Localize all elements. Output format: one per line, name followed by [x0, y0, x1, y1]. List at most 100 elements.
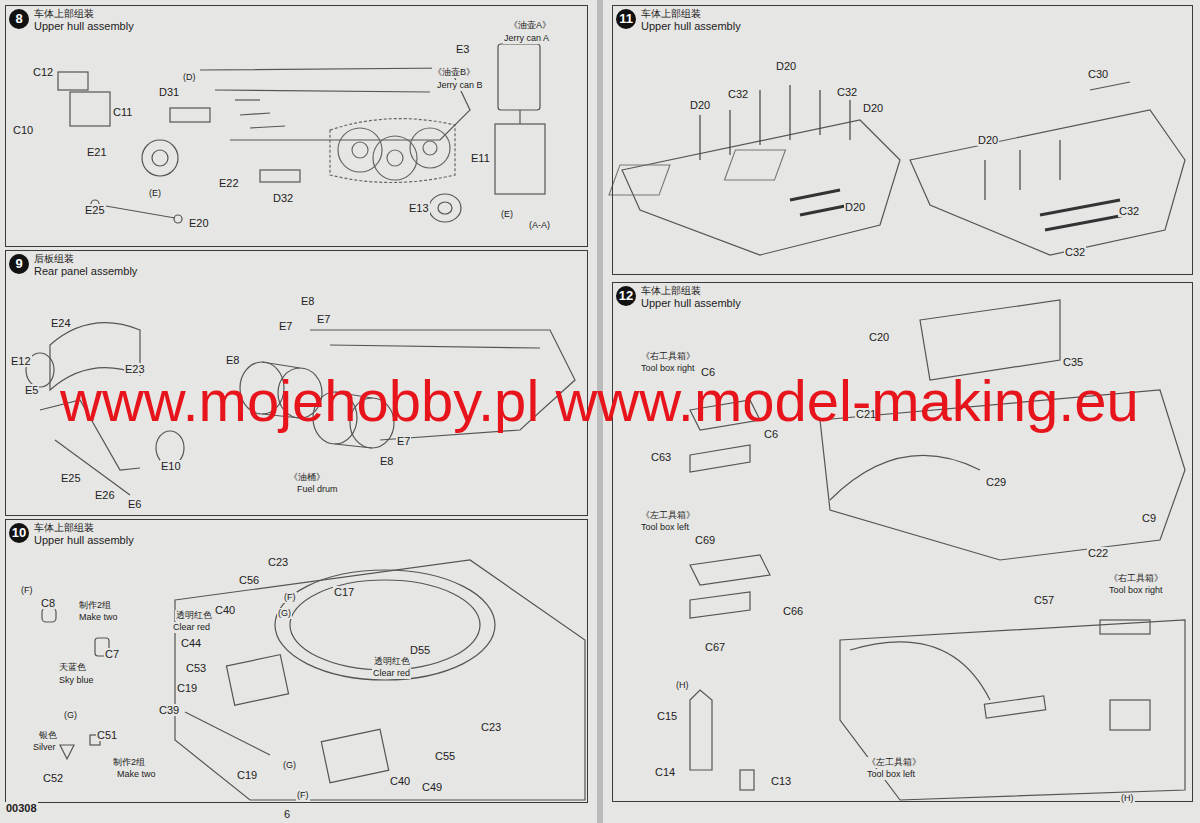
step-title-en: Rear panel assembly	[34, 265, 137, 277]
note-text: (F)	[20, 585, 34, 596]
part-number: C22	[1087, 547, 1109, 559]
step-number: 10	[9, 523, 29, 543]
part-number: E22	[218, 177, 240, 189]
note-text: (A-A)	[528, 220, 551, 231]
part-number: D55	[409, 644, 431, 656]
step-title-en: Upper hull assembly	[641, 297, 741, 309]
part-number: C51	[96, 729, 118, 741]
part-number: C56	[238, 574, 260, 586]
note-text: (H)	[675, 680, 690, 691]
part-number: C11	[112, 106, 133, 118]
part-number: C12	[32, 66, 54, 78]
part-number: E25	[60, 472, 82, 484]
part-number: C9	[1141, 512, 1157, 524]
part-number: C57	[1033, 594, 1055, 606]
step-panel: 11 车体上部组装Upper hull assembly	[612, 5, 1193, 275]
note-text: (G)	[277, 608, 292, 619]
note-text: 制作2组	[78, 600, 112, 611]
step-number: 11	[616, 9, 636, 29]
part-number: C10	[12, 124, 34, 136]
note-text: Tool box left	[866, 769, 916, 780]
part-number: 6	[283, 808, 291, 820]
part-number: E7	[396, 435, 411, 447]
step-number: 8	[9, 9, 29, 29]
step-title-zh: 车体上部组装	[641, 8, 701, 21]
part-number: C69	[694, 534, 716, 546]
note-text: 《油壶A》	[508, 20, 552, 31]
note-text: Clear red	[372, 668, 411, 679]
note-text: (E)	[500, 209, 514, 220]
part-number: E26	[94, 489, 116, 501]
note-text: Tool box left	[640, 522, 690, 533]
note-text: (G)	[63, 710, 78, 721]
part-number: E5	[24, 384, 39, 396]
note-text: 《左工具箱》	[866, 757, 922, 768]
part-number: C63	[650, 451, 672, 463]
note-text: 透明红色	[175, 610, 213, 621]
part-number: E21	[86, 146, 108, 158]
part-number: E7	[278, 320, 293, 332]
step-number: 12	[616, 286, 636, 306]
part-number: C8	[40, 597, 56, 609]
part-number: E24	[50, 317, 72, 329]
part-number: C14	[654, 766, 676, 778]
note-text: (G)	[282, 760, 297, 771]
note-text: 透明红色	[373, 656, 411, 667]
part-number: E8	[300, 295, 315, 307]
part-number: D20	[844, 201, 866, 213]
step-title-en: Upper hull assembly	[34, 534, 134, 546]
part-number: C67	[704, 641, 726, 653]
note-text: 《右工具箱》	[640, 351, 696, 362]
watermark: www.mojehobby.pl www.model-making.eu	[60, 372, 1139, 430]
note-text: 银色	[38, 730, 58, 741]
part-number: C53	[185, 662, 207, 674]
note-text: 《右工具箱》	[1108, 573, 1164, 584]
note-text: Make two	[116, 769, 157, 780]
line-art	[26, 0, 1185, 823]
part-number: C66	[782, 605, 804, 617]
step-title-en: Upper hull assembly	[641, 20, 741, 32]
note-text: 制作2组	[112, 757, 146, 768]
note-text: (F)	[283, 592, 297, 603]
part-number: E25	[84, 204, 106, 216]
part-number: D32	[272, 192, 294, 204]
part-number: E3	[455, 43, 470, 55]
note-text: 《油桶》	[288, 472, 326, 483]
part-number: D20	[775, 60, 797, 72]
part-number: C35	[1062, 356, 1084, 368]
part-number: C32	[1064, 246, 1086, 258]
note-text: Jerry can A	[503, 33, 550, 44]
part-number: C7	[104, 648, 120, 660]
part-number: C30	[1087, 68, 1109, 80]
part-number: E6	[127, 498, 142, 510]
note-text: Sky blue	[58, 675, 95, 686]
part-number: D20	[977, 134, 999, 146]
note-text: 天蓝色	[58, 662, 87, 673]
part-number: E7	[316, 313, 331, 325]
part-number: C23	[267, 556, 289, 568]
part-number: C19	[176, 682, 198, 694]
note-text: (D)	[182, 72, 197, 83]
part-number: C29	[985, 476, 1007, 488]
note-text: (E)	[148, 188, 162, 199]
part-number: C32	[1118, 205, 1140, 217]
part-number: E10	[160, 460, 182, 472]
part-number: C40	[214, 604, 236, 616]
step-number: 9	[9, 254, 29, 274]
page-code: 00308	[5, 802, 38, 814]
step-title-zh: 车体上部组装	[641, 285, 701, 298]
part-number: C15	[656, 710, 678, 722]
note-text: Jerry can B	[436, 80, 484, 91]
part-number: E8	[379, 455, 394, 467]
step-title-zh: 车体上部组装	[34, 522, 94, 535]
part-number: C39	[158, 704, 180, 716]
note-text: Silver	[32, 742, 57, 753]
part-number: C17	[333, 586, 355, 598]
note-text: Clear red	[172, 622, 211, 633]
note-text: 《左工具箱》	[640, 510, 696, 521]
part-number: E12	[10, 355, 32, 367]
part-number: E13	[408, 202, 430, 214]
step-title-zh: 后板组装	[34, 253, 74, 266]
part-number: C44	[180, 637, 202, 649]
note-text: 《油壶B》	[432, 67, 476, 78]
